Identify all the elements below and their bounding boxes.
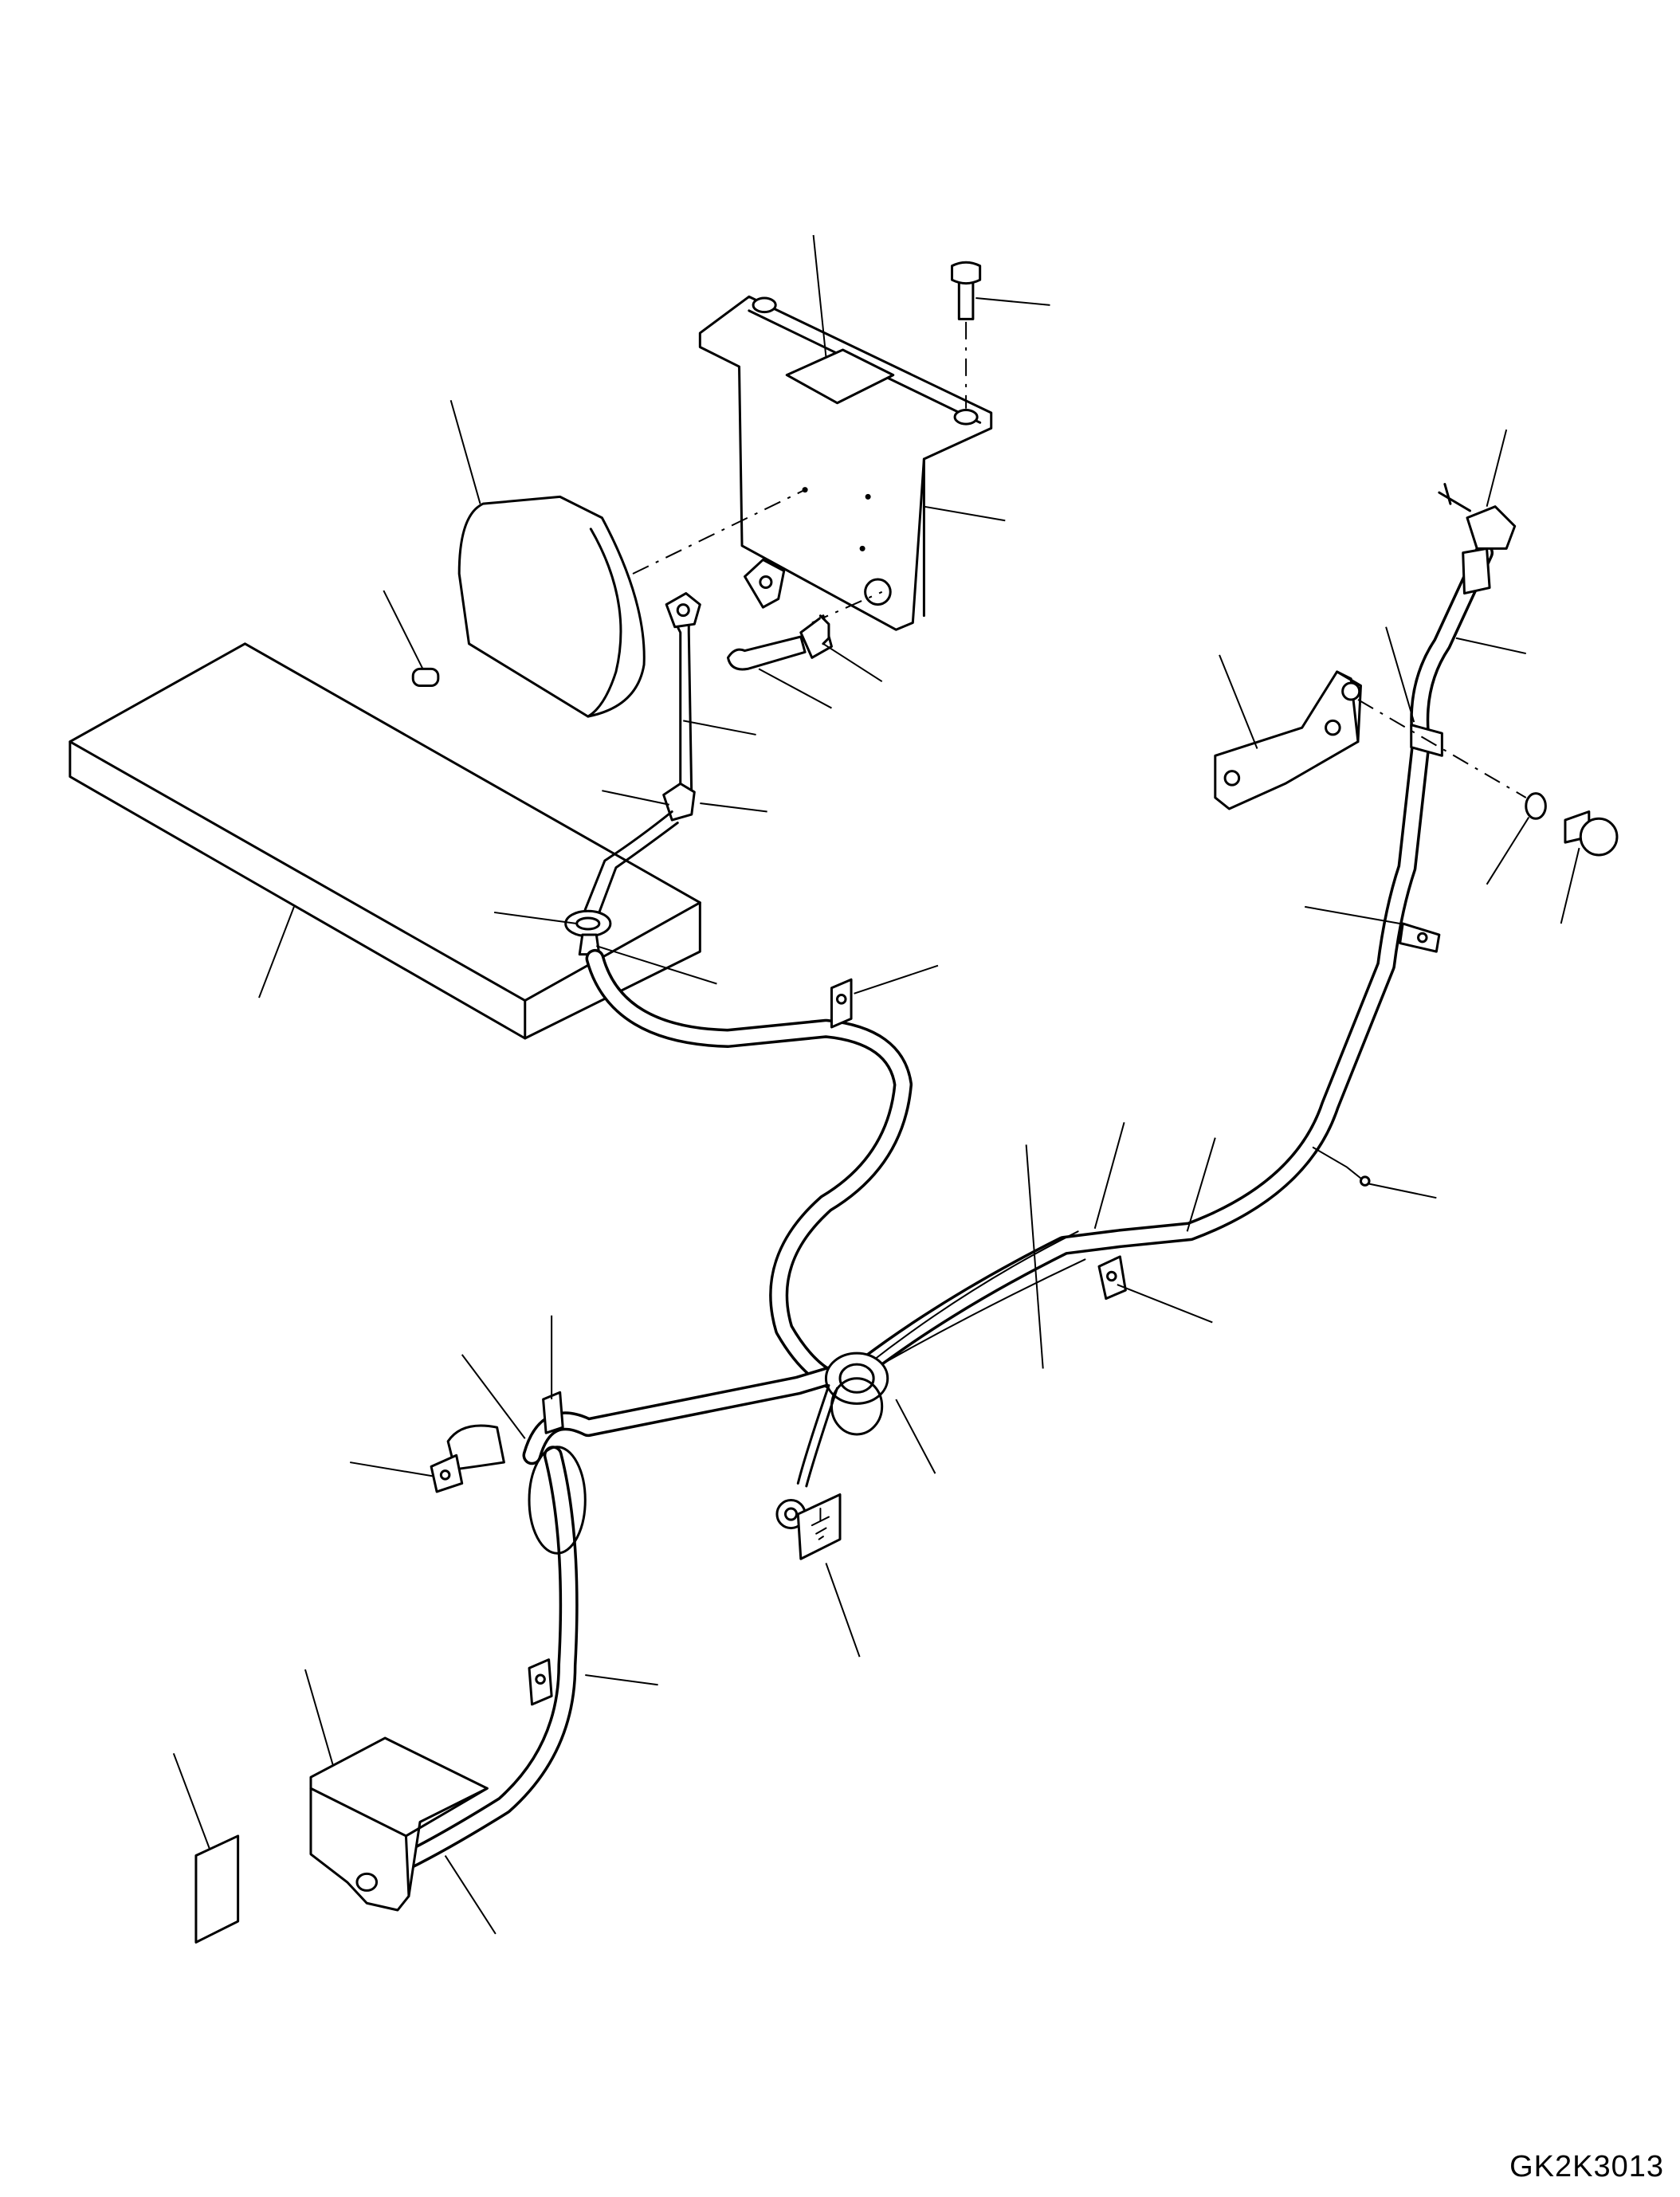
end-connector [1439, 485, 1515, 594]
bolt-top [952, 262, 980, 319]
clamp-5 [1099, 1257, 1125, 1299]
washer [1526, 794, 1546, 819]
decal-label [196, 1836, 238, 1942]
cable-tie [1313, 1148, 1369, 1185]
drawing-code: GK2K3013 [1509, 2150, 1664, 2183]
cable-ring [826, 1353, 887, 1434]
grommet [566, 911, 610, 954]
mounting-bracket [700, 296, 991, 630]
clamp-4 [529, 1660, 551, 1705]
axis-cover [633, 490, 805, 574]
leader-lines [174, 235, 1580, 1934]
sensor-wire [585, 594, 700, 912]
bolt-right [1565, 812, 1617, 855]
main-cable [406, 553, 1484, 1862]
clamp-1 [831, 979, 851, 1027]
battery-box [70, 644, 701, 1038]
collar [801, 616, 832, 658]
bottom-bracket [311, 1738, 487, 1910]
ground-label [798, 1494, 840, 1559]
label-plate [787, 350, 893, 403]
clip-small [745, 559, 784, 607]
clamp-2 [544, 1392, 563, 1433]
right-bracket [1215, 672, 1361, 809]
clamp-3 [431, 1455, 462, 1492]
clamp-6 [1400, 924, 1439, 951]
axis-right-bolt [1358, 700, 1526, 798]
cover-block [459, 496, 644, 716]
pin-bolt [728, 637, 805, 669]
cable-loop [448, 1426, 585, 1553]
screw-small [413, 669, 438, 685]
